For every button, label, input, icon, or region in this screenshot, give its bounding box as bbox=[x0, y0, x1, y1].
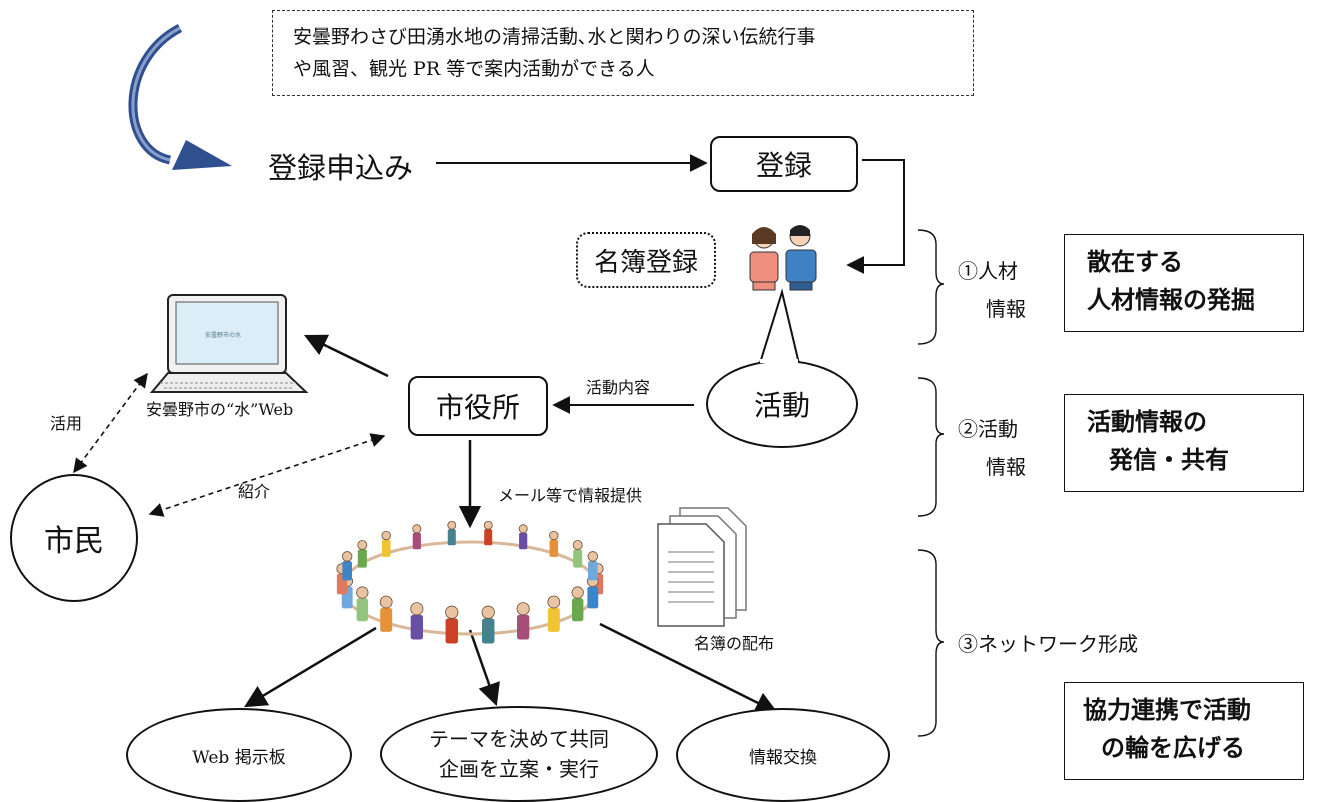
roster-distribution-label: 名簿の配布 bbox=[694, 634, 775, 653]
joint-plan-ellipse: テーマを決めて共同 企画を立案・実行 bbox=[380, 706, 658, 802]
apply-label: 登録申込み bbox=[268, 151, 414, 185]
people-icon bbox=[749, 225, 817, 291]
stage2-label-line2: 情報 bbox=[986, 455, 1026, 479]
mail-info-label: メール等で情報提供 bbox=[498, 486, 643, 505]
eligibility-note: 安曇野わさび田湧水地の清掃活動､水と関わりの深い伝統行事 や風習、観光 PR 等… bbox=[272, 10, 974, 96]
register-label: 登録 bbox=[755, 149, 812, 182]
activity-content-label: 活動内容 bbox=[586, 378, 651, 397]
register-box: 登録 bbox=[710, 136, 858, 192]
joint-plan-line1: テーマを決めて共同 bbox=[429, 727, 609, 751]
stage3-label: ③ネットワーク形成 bbox=[958, 632, 1138, 656]
laptop-icon bbox=[149, 294, 309, 393]
introduce-dashed-arrow bbox=[148, 433, 386, 517]
info-exchange-ellipse: 情報交換 bbox=[676, 708, 890, 802]
roster-registration-box: 名簿登録 bbox=[576, 232, 716, 288]
stage3-box: 協力連携で活動 の輪を広げる bbox=[1064, 682, 1304, 780]
stage3-box-line1: 協力連携で活動 bbox=[1083, 696, 1251, 724]
stage1-label: ①人材 情報 bbox=[958, 252, 1026, 328]
register-bracket bbox=[846, 159, 905, 274]
stage1-label-line1: ①人材 bbox=[958, 259, 1018, 283]
city-hall-box: 市役所 bbox=[408, 376, 548, 436]
web-board-label: Web 掲示板 bbox=[192, 747, 286, 768]
activity-bubble-tail bbox=[755, 288, 801, 377]
use-dashed-arrow bbox=[73, 372, 148, 474]
stage2-label: ②活動 情報 bbox=[958, 410, 1026, 486]
stage2-box: 活動情報の 発信・共有 bbox=[1064, 394, 1304, 492]
stage1-label-line2: 情報 bbox=[986, 297, 1026, 321]
joint-plan-line2: 企画を立案・実行 bbox=[439, 757, 599, 781]
brace-2 bbox=[917, 377, 945, 517]
web-board-ellipse: Web 掲示板 bbox=[126, 708, 352, 802]
stage1-box-line1: 散在する bbox=[1087, 248, 1183, 276]
brace-1 bbox=[917, 229, 945, 345]
web-site-label: 安曇野市の“水”Web bbox=[146, 400, 294, 419]
use-label: 活用 bbox=[50, 414, 83, 433]
cityhall-web-arrow bbox=[303, 334, 389, 378]
city-hall-label: 市役所 bbox=[435, 391, 520, 424]
citizen-circle: 市民 bbox=[10, 474, 138, 602]
activity-label: 活動 bbox=[753, 389, 810, 422]
curve-arrow-head bbox=[172, 140, 232, 170]
to-infoexchange-arrow bbox=[599, 622, 779, 714]
citizen-label: 市民 bbox=[44, 524, 104, 559]
stage3-box-line2: の輪を広げる bbox=[1101, 734, 1245, 762]
laptop-screen-text: 安曇野市の水 bbox=[205, 332, 242, 339]
eligibility-note-line2: や風習、観光 PR 等で案内活動ができる人 bbox=[293, 58, 655, 80]
to-webboard-arrow bbox=[244, 626, 377, 708]
people-ring-icon bbox=[336, 520, 604, 644]
info-exchange-label: 情報交換 bbox=[749, 747, 817, 768]
eligibility-note-line1: 安曇野わさび田湧水地の清掃活動､水と関わりの深い伝統行事 bbox=[293, 26, 816, 48]
brace-3 bbox=[917, 549, 945, 737]
roster-registration-label: 名簿登録 bbox=[593, 247, 698, 278]
stage1-box: 散在する 人材情報の発掘 bbox=[1064, 234, 1304, 332]
stage2-label-line1: ②活動 bbox=[958, 417, 1018, 441]
activity-ellipse: 活動 bbox=[706, 360, 858, 448]
introduce-label: 紹介 bbox=[238, 482, 271, 501]
document-stack-icon bbox=[657, 507, 747, 627]
stage2-box-line2: 発信・共有 bbox=[1109, 446, 1229, 474]
stage2-box-line1: 活動情報の bbox=[1087, 408, 1207, 436]
to-jointplan-arrow bbox=[468, 629, 500, 707]
stage1-box-line2: 人材情報の発掘 bbox=[1087, 286, 1255, 314]
